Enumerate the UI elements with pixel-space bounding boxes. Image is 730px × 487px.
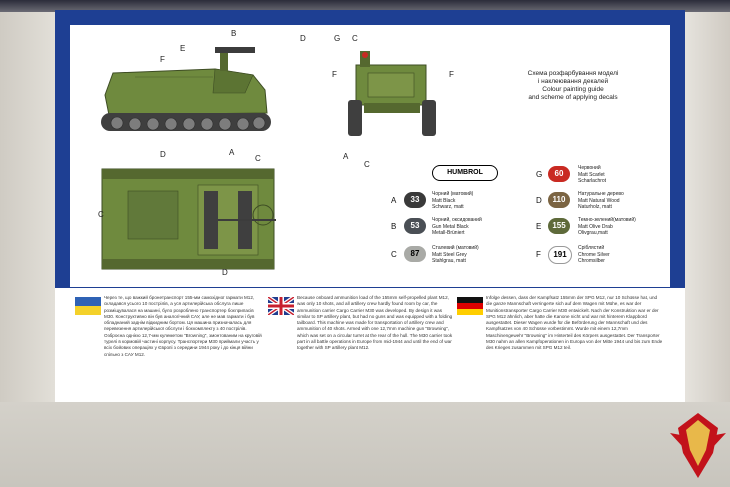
uk-flag-icon — [268, 297, 294, 315]
callout-b: B — [231, 29, 237, 38]
paint-name-en: Matt Steel Grey — [432, 251, 467, 258]
paint-description: Сріблястий Chrome Silver Chromsilber — [578, 245, 610, 265]
paint-name-de: Chromsilber — [578, 258, 605, 264]
paint-name-de: Scharlachrot — [578, 178, 607, 184]
callout-c2: C — [352, 34, 358, 43]
paint-letter: C — [391, 250, 397, 259]
description-strip — [55, 288, 685, 402]
callout-a: A — [229, 148, 235, 157]
paint-swatch: 33 — [404, 192, 426, 208]
paint-swatch: 60 — [548, 166, 570, 182]
guide-line-en2: and scheme of applying decals — [528, 94, 618, 101]
paint-description: Темно-зелений(матовий) Matt Olive Drab O… — [578, 217, 636, 237]
paint-letter: A — [391, 196, 397, 205]
paint-description: Чорний (матовий) Matt Black Schwarz, mat… — [432, 191, 473, 211]
paint-name-ua: Сталевий (матовий) — [432, 245, 479, 251]
rear-view-drawing — [348, 51, 436, 136]
callout-f2: F — [332, 70, 337, 79]
callout-c3: C — [364, 160, 370, 169]
callout-f3: F — [449, 70, 454, 79]
description-de: Infolge dessen, dass der Kampfsatz 155mm… — [486, 295, 663, 351]
callout-d2: D — [160, 150, 166, 159]
paint-letter: G — [536, 170, 543, 179]
guide-line-ua1: Схема розфарбування моделі — [527, 70, 619, 77]
paint-letter: B — [391, 222, 397, 231]
paint-name-de: Schwarz, matt — [432, 204, 464, 210]
paint-letter: F — [536, 250, 541, 259]
paint-swatch: 87 — [404, 246, 426, 262]
paint-swatch: 53 — [404, 218, 426, 234]
side-view-drawing — [101, 47, 271, 131]
paint-description: Чорний, оксидований Gun Metal Black Meta… — [432, 217, 482, 237]
callout-c4: C — [98, 210, 104, 219]
callout-e: E — [180, 44, 186, 53]
top-view-drawing — [101, 168, 276, 270]
paint-name-ua: Натуральне дерево — [578, 191, 624, 197]
paint-description: Натуральне дерево Matt Natural Wood Natu… — [578, 191, 624, 211]
callout-f: F — [160, 55, 165, 64]
guide-line-ua2: і наклеювання декалей — [537, 78, 609, 85]
paint-name-de: Olivgrau,matt — [578, 230, 608, 236]
background-floor — [0, 402, 730, 487]
description-en: Because onboard ammunition load of the 1… — [297, 295, 453, 351]
paint-name-ua: Чорний, оксидований — [432, 217, 482, 223]
guide-line-en1: Colour painting guide — [542, 86, 604, 93]
humbrol-logo: HUMBROL — [432, 165, 498, 181]
top-shadow — [0, 0, 730, 12]
paint-swatch: 110 — [548, 192, 570, 208]
paint-swatch: 155 — [548, 218, 570, 234]
paint-name-en: Matt Scarlet — [578, 171, 605, 178]
paint-swatch: 191 — [548, 246, 572, 264]
paint-name-en: Gun Metal Black — [432, 223, 469, 230]
paint-name-ua: Чорний (матовий) — [432, 191, 474, 197]
paint-description: Червоний Matt Scarlet Scharlachrot — [578, 165, 606, 185]
paint-name-de: Stahlgrau, matt — [432, 258, 466, 264]
paint-name-de: Metall-Brüniert — [432, 230, 465, 236]
germany-flag-icon — [457, 297, 483, 315]
callout-c: C — [255, 154, 261, 163]
colour-guide-title: Схема розфарбування моделі і наклеювання… — [498, 70, 648, 102]
paint-description: Сталевий (матовий) Matt Steel Grey Stahl… — [432, 245, 479, 265]
callout-d: D — [300, 34, 306, 43]
paint-letter: D — [536, 196, 542, 205]
paint-name-en: Matt Natural Wood — [578, 197, 620, 204]
paint-letter: E — [536, 222, 542, 231]
description-ua: Через те, що важкий бронетранспорт 155-м… — [104, 295, 262, 357]
callout-d3: D — [222, 268, 228, 277]
paint-name-en: Matt Olive Drab — [578, 223, 613, 230]
paint-name-ua: Сріблястий — [578, 245, 605, 251]
paint-name-en: Matt Black — [432, 197, 456, 204]
paint-name-en: Chrome Silver — [578, 251, 610, 258]
callout-g: G — [334, 34, 341, 43]
callout-a2: A — [343, 152, 349, 161]
watermark-logo — [670, 413, 726, 478]
paint-name-ua: Червоний — [578, 165, 601, 171]
paint-name-ua: Темно-зелений(матовий) — [578, 217, 636, 223]
ukraine-flag-icon — [75, 297, 101, 315]
paint-name-de: Naturholz, matt — [578, 204, 612, 210]
